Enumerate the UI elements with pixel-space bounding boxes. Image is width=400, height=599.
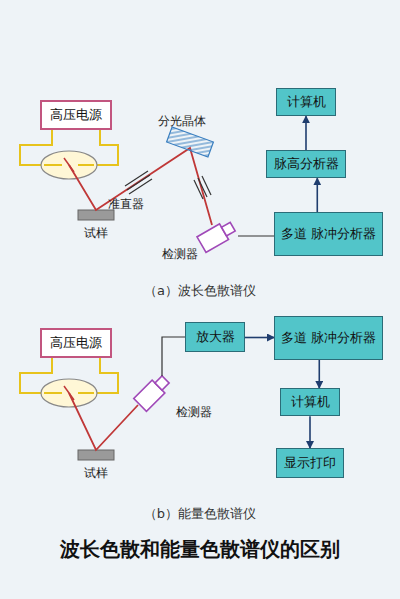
box-text: 计算机 [287, 94, 326, 110]
process-box: 多道 脉冲分析器 [274, 316, 383, 360]
detector [197, 219, 237, 253]
subfigure-caption: （b）能量色散谱仪 [144, 505, 256, 523]
box-text: 显示打印 [284, 455, 336, 471]
power-box: 高压电源 [40, 100, 112, 130]
xray-tube [20, 358, 118, 407]
box-text: 计算机 [291, 394, 330, 410]
box-text: 高压电源 [50, 335, 102, 351]
sample-block [78, 210, 114, 220]
flow-arrow [245, 337, 274, 339]
process-box: 放大器 [185, 322, 245, 352]
process-box: 计算机 [280, 388, 340, 416]
xray-beam [69, 148, 212, 225]
power-box: 高压电源 [40, 328, 112, 358]
analyzing-crystal [167, 127, 214, 157]
flow-arrow [305, 116, 307, 150]
part-label: 试样 [84, 225, 108, 242]
process-box: 多道 脉冲分析器 [274, 212, 383, 256]
flow-arrow [309, 416, 311, 448]
process-box: 显示打印 [276, 448, 344, 478]
signal-wire [238, 235, 274, 236]
flow-arrow [316, 178, 318, 212]
process-box: 脉高分析器 [266, 150, 346, 178]
sample-block [78, 450, 114, 460]
part-label: 检测器 [176, 404, 212, 421]
process-box: 计算机 [276, 88, 336, 116]
part-label: 分光晶体 [158, 113, 206, 130]
figure-title: 波长色散和能量色散谱仪的区别 [60, 536, 340, 563]
detector [134, 373, 172, 411]
box-text: 放大器 [196, 329, 235, 345]
box-text: 多道 脉冲分析器 [281, 226, 376, 242]
collimator [125, 171, 211, 199]
subfigure-caption: （a）波长色散谱仪 [144, 282, 256, 300]
part-label: 试样 [84, 465, 108, 482]
flow-arrow [318, 360, 320, 388]
box-text: 脉高分析器 [274, 156, 339, 172]
xray-beam [69, 393, 138, 450]
part-label: 检测器 [162, 246, 198, 263]
box-text: 高压电源 [50, 107, 102, 123]
part-label: 准直器 [108, 196, 144, 213]
signal-wire [162, 337, 185, 376]
box-text: 多道 脉冲分析器 [281, 330, 376, 346]
xray-tube [20, 130, 118, 179]
